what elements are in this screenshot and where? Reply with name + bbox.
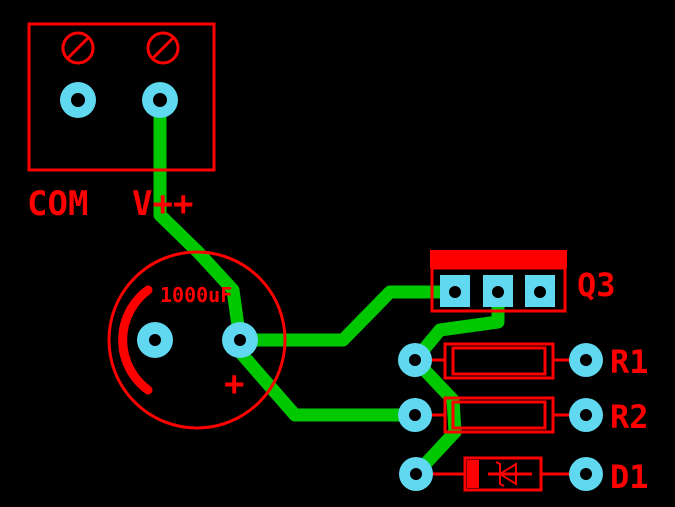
d1-body: [463, 456, 543, 492]
capacitor-plus-marker: +: [224, 364, 244, 404]
r2-pad-right: [569, 398, 603, 432]
q3-pad-1: [440, 275, 470, 307]
screw-icon: [146, 31, 180, 65]
q3-pad-3: [525, 275, 555, 307]
q3-pad-2: [483, 275, 513, 307]
pad-com: [60, 82, 96, 118]
r1-label: R1: [610, 343, 649, 381]
terminal-block-outline: [27, 22, 216, 172]
d1-pad-left: [399, 457, 433, 491]
capacitor-outline: [107, 250, 287, 430]
diode-d1: D1: [399, 456, 649, 496]
transistor-q3: Q3: [430, 250, 616, 313]
r1-pad-left: [398, 343, 432, 377]
d1-pad-right: [569, 457, 603, 491]
r2-body: [443, 396, 555, 434]
d1-label: D1: [610, 458, 649, 496]
label-com: COM: [27, 184, 88, 224]
pad-vpp: [142, 82, 178, 118]
zener-diode-icon: [488, 461, 532, 487]
terminal-block: COM V++: [27, 22, 216, 224]
capacitor-pad-positive: [222, 322, 258, 358]
r1-pad-right: [569, 343, 603, 377]
label-vpp: V++: [132, 184, 193, 224]
capacitor-pad-negative: [137, 322, 173, 358]
r2-label: R2: [610, 398, 649, 436]
q3-tab: [430, 250, 567, 268]
r2-pad-left: [398, 398, 432, 432]
r1-body: [443, 342, 555, 380]
capacitor-negative-band: [118, 285, 153, 395]
q3-label: Q3: [577, 266, 616, 304]
trace-capacitor-to-q3: [233, 285, 462, 347]
capacitor-value-label: 1000uF: [160, 283, 232, 307]
trace-capacitor-to-r2: [233, 333, 422, 422]
d1-cathode-band: [467, 460, 479, 488]
screw-icon: [61, 31, 95, 65]
resistor-r2: R2: [398, 396, 649, 436]
capacitor: 1000uF +: [107, 250, 287, 430]
resistor-r1: R1: [398, 342, 649, 381]
q3-outline: [430, 266, 567, 313]
